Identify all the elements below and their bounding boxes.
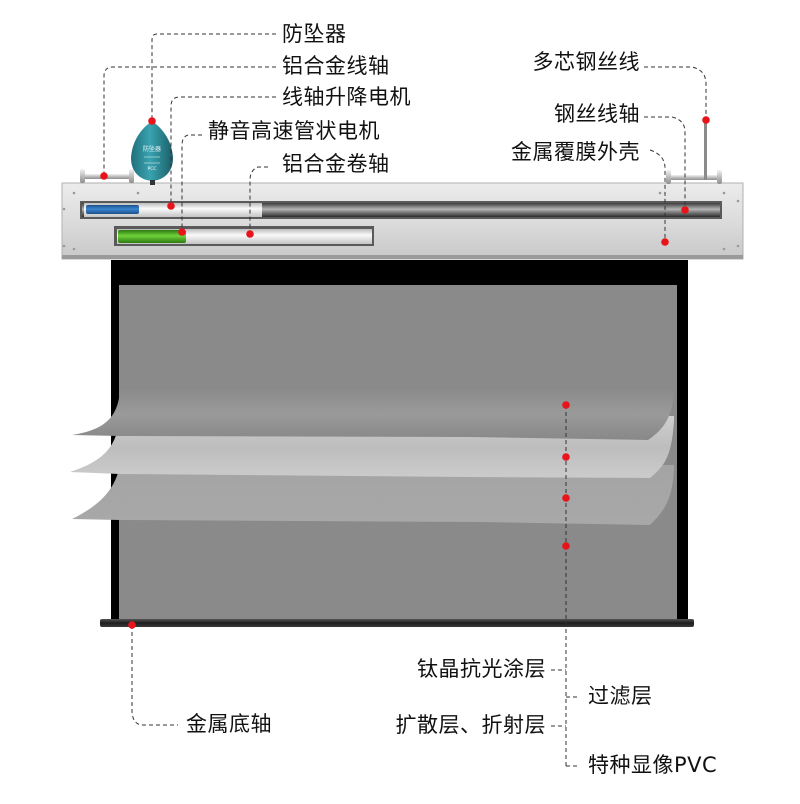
wire-shaft-motor [86, 205, 139, 214]
fall-arrester-sub: PCC [148, 166, 157, 172]
label-titanium-coating: 钛晶抗光涂层 [417, 657, 546, 681]
label-filter-layer: 过滤层 [588, 684, 653, 708]
marker-steel-wire-shaft [681, 206, 689, 214]
marker-alloy-wire-shaft [100, 172, 108, 180]
label-steel-wire: 多芯钢丝线 [532, 50, 640, 74]
marker-alloy-roller [246, 230, 254, 238]
tubular-motor [118, 230, 186, 243]
steel-wire-shaft-tube [80, 201, 722, 219]
metal-bottom-bar [100, 619, 694, 627]
label-tubular-motor: 静音高速管状电机 [208, 119, 380, 143]
steel-wire-bracket [666, 120, 722, 184]
housing-screws [62, 191, 740, 251]
marker-tubular-motor [178, 228, 186, 236]
marker-metal-shell [661, 238, 669, 246]
marker-wire-shaft-motor [167, 202, 175, 210]
label-pvc-layer: 特种显像PVC [588, 753, 718, 777]
alloy-roller-tube [114, 226, 374, 246]
metal-housing [61, 182, 744, 260]
marker-filter-layer [562, 494, 570, 502]
label-metal-shell: 金属覆膜外壳 [511, 140, 640, 164]
fall-arrester-device: 防坠器 PCC [131, 121, 173, 185]
markers [100, 116, 710, 629]
label-alloy-roller: 铝合金卷轴 [282, 152, 390, 176]
fall-arrester-badge: 防坠器 [143, 145, 161, 153]
marker-steel-wire [702, 116, 710, 124]
marker-pvc-layer [562, 542, 570, 550]
leader-lines [103, 33, 707, 768]
marker-diffusion-layer [562, 453, 570, 461]
marker-bottom-bar [128, 621, 136, 629]
steel-wire [704, 120, 707, 180]
label-wire-shaft-motor: 线轴升降电机 [282, 85, 411, 109]
layer-coating-peel [72, 388, 674, 440]
screen-layers [70, 388, 674, 525]
layer-pvc-peel [72, 465, 674, 525]
label-diffusion-layer: 扩散层、折射层 [395, 713, 546, 737]
label-alloy-wire-shaft: 铝合金线轴 [282, 54, 390, 78]
label-steel-wire-shaft: 钢丝线轴 [554, 102, 640, 126]
label-bottom-bar: 金属底轴 [186, 712, 272, 736]
marker-fall-arrester [148, 117, 156, 125]
label-fall-arrester: 防坠器 [282, 22, 347, 46]
marker-titanium-coating [562, 401, 570, 409]
alloy-wire-shaft-bracket [80, 169, 134, 183]
